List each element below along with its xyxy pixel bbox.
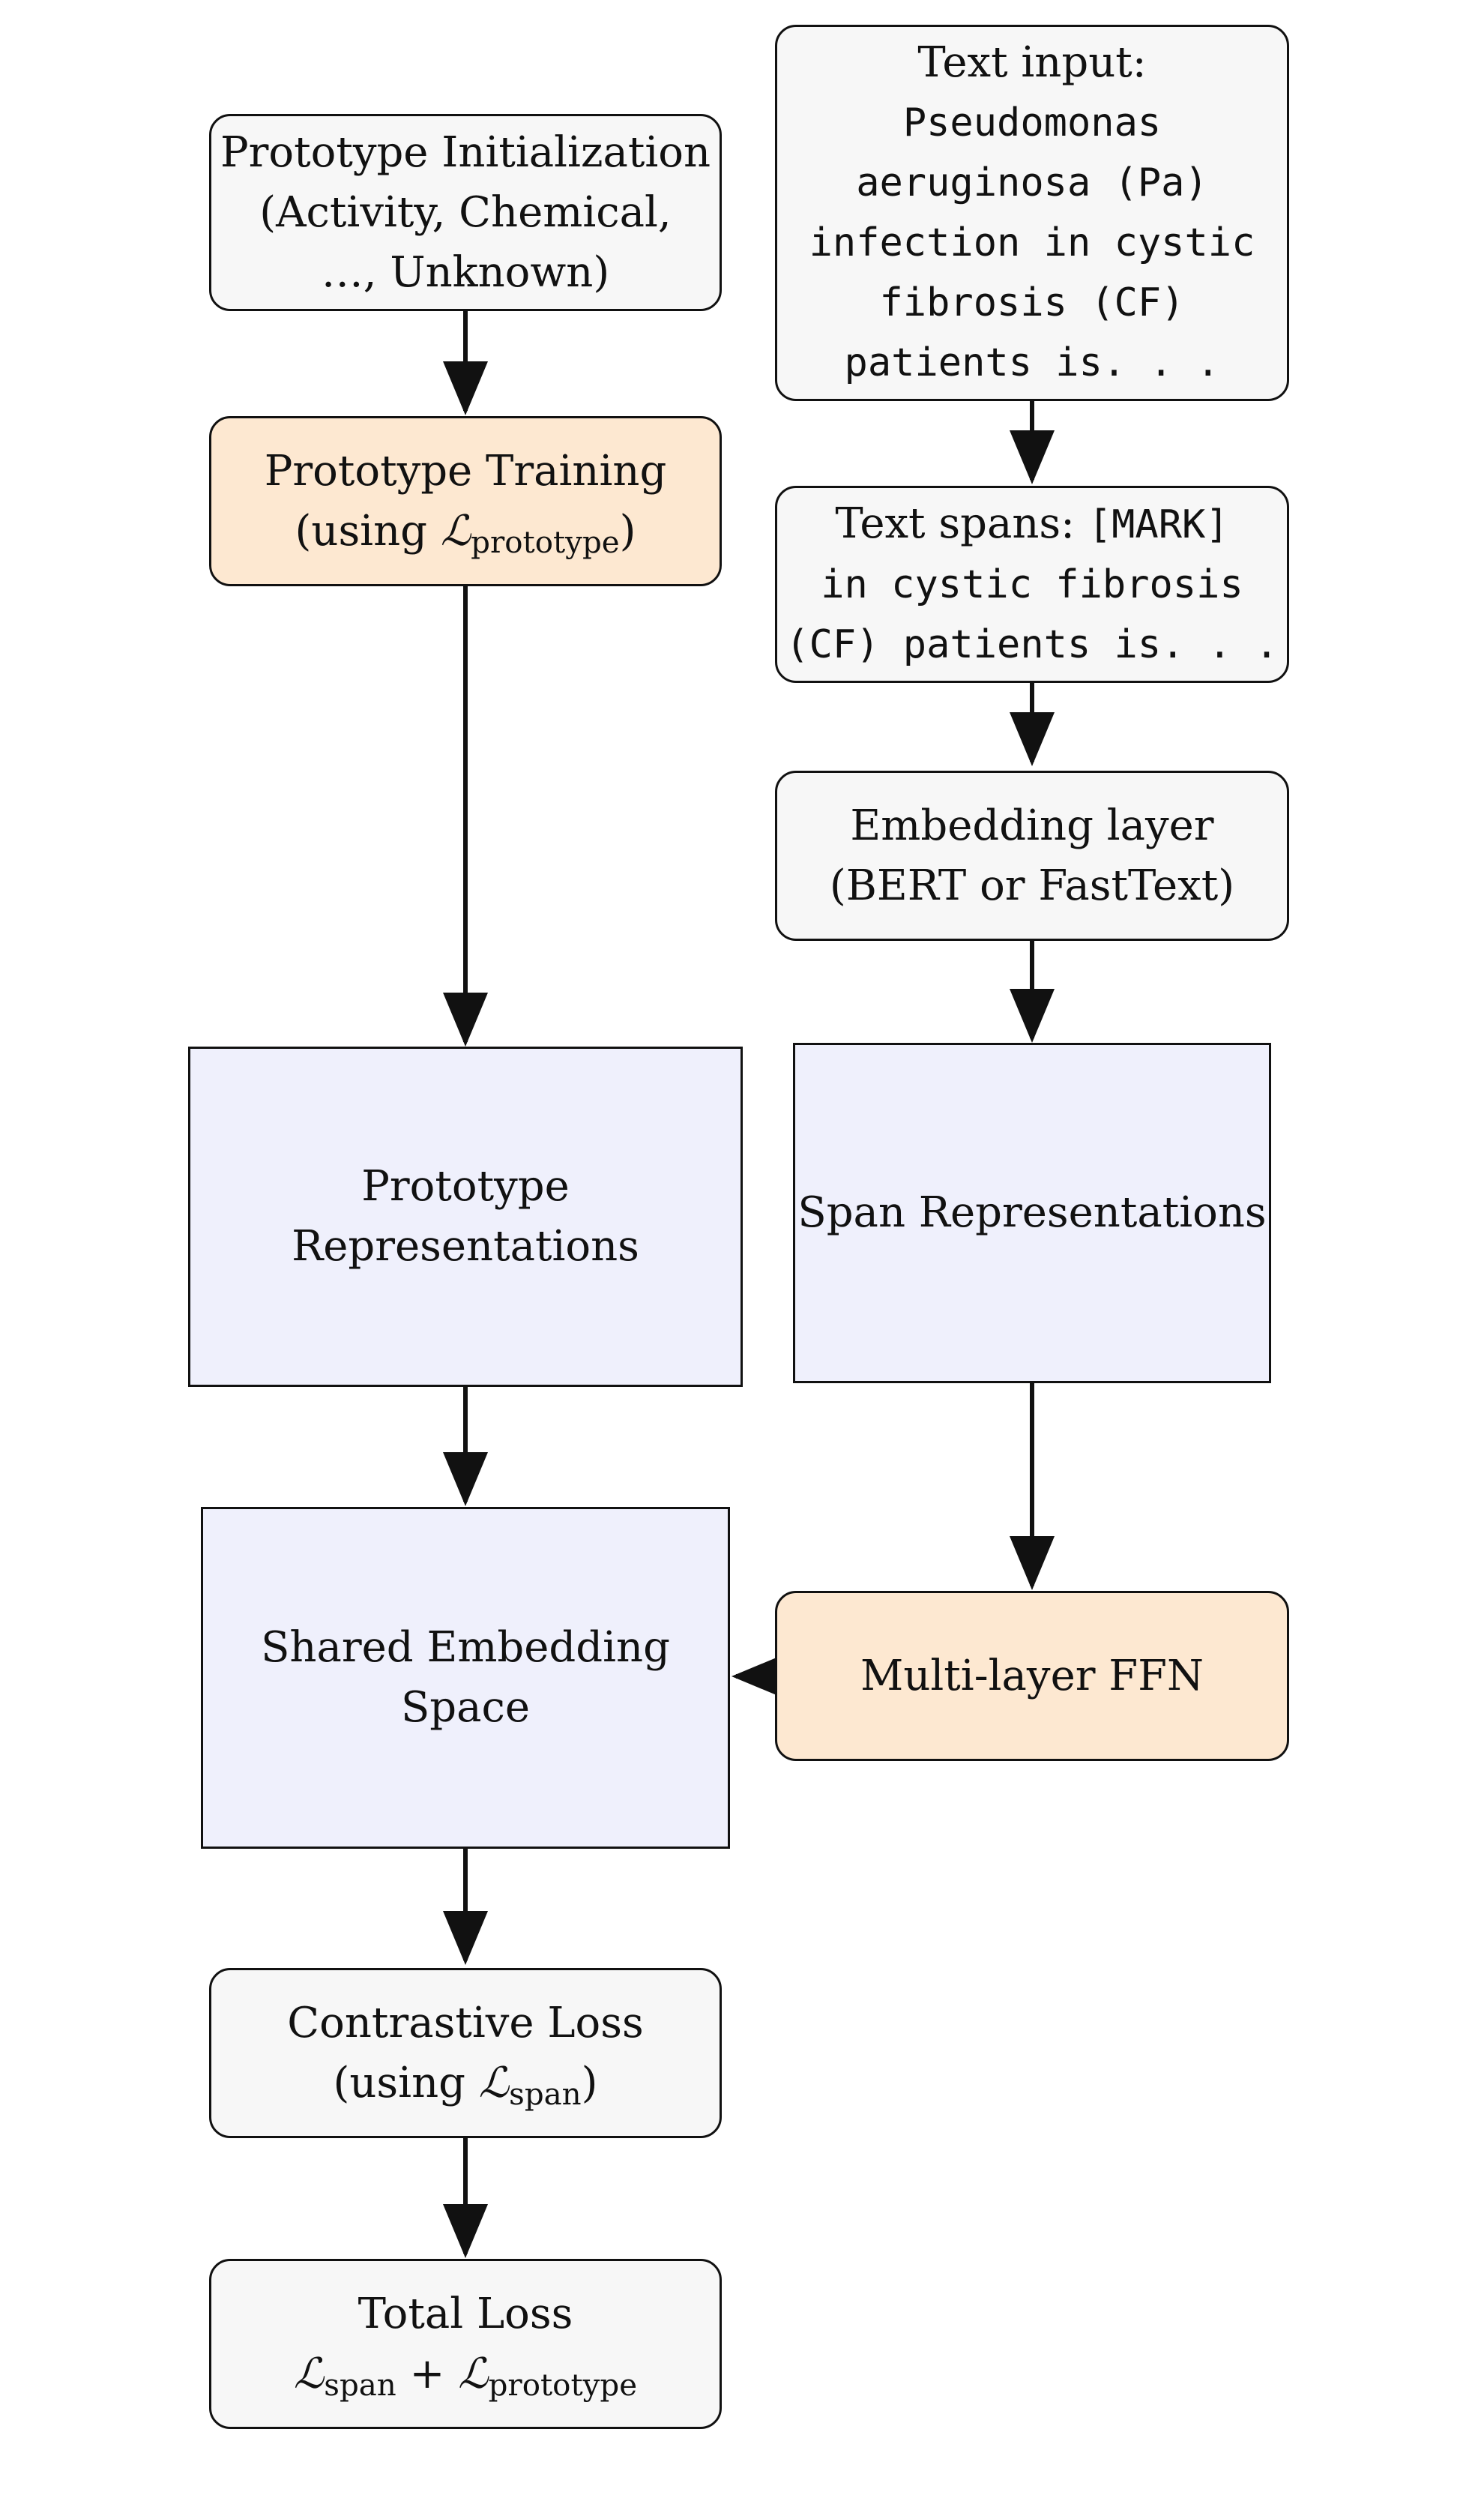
proto-init-line2: (Activity, Chemical, — [259, 187, 672, 237]
multi-layer-ffn-box: Multi-layer FFN — [775, 1591, 1289, 1761]
shared-embedding-space-label: Shared Embedding Space — [261, 1623, 670, 1732]
prototype-representations-label: Prototype Representations — [292, 1162, 639, 1271]
shared-embedding-space-box: Shared Embedding Space — [201, 1507, 730, 1849]
loss-symbol: ℒ — [458, 2349, 489, 2398]
total-loss-line1: Total Loss — [358, 2289, 573, 2338]
loss-symbol: ℒ — [440, 506, 471, 556]
contrastive-suffix: ) — [581, 2058, 598, 2107]
text-input-box: Text input: Pseudomonas aeruginosa (Pa) … — [775, 25, 1289, 401]
loss-subscript: prototype — [488, 2367, 638, 2403]
text-input-line: fibrosis (CF) — [879, 280, 1185, 325]
embedding-line2: (BERT or FastText) — [829, 861, 1235, 910]
text-input-line: Pseudomonas — [902, 100, 1162, 145]
text-input-line: aeruginosa (Pa) — [856, 160, 1208, 205]
mark-token: [MARK] — [1088, 502, 1229, 547]
total-loss-formula: ℒspan + ℒprototype — [294, 2344, 637, 2404]
text-spans-box: Text spans: [MARK] in cystic fibrosis (C… — [775, 486, 1289, 683]
text-input-line: patients is. . . — [844, 340, 1220, 385]
proto-train-line2: (using ℒprototype) — [295, 502, 636, 562]
text-spans-line1: Text spans: [MARK] — [835, 494, 1228, 555]
prototype-representations-box: Prototype Representations — [188, 1047, 743, 1387]
text-input-heading: Text input: — [917, 38, 1147, 87]
prototype-training-box: Prototype Training (using ℒprototype) — [209, 416, 722, 586]
proto-init-line1: Prototype Initialization — [220, 127, 711, 177]
multi-layer-ffn-label: Multi-layer FFN — [860, 1651, 1204, 1700]
text-spans-heading: Text spans: — [835, 499, 1088, 548]
loss-subscript: prototype — [471, 524, 620, 560]
span-representations-label: Span Representations — [797, 1188, 1267, 1237]
loss-subscript: span — [324, 2367, 396, 2403]
loss-symbol: ℒ — [478, 2058, 510, 2107]
embedding-layer-box: Embedding layer (BERT or FastText) — [775, 771, 1289, 941]
loss-subscript: span — [509, 2076, 582, 2112]
loss-symbol: ℒ — [293, 2349, 325, 2398]
proto-train-suffix: ) — [619, 506, 636, 556]
contrastive-loss-box: Contrastive Loss (using ℒspan) — [209, 1968, 722, 2138]
text-input-line: infection in cystic — [809, 220, 1255, 265]
contrastive-line1: Contrastive Loss — [287, 1998, 644, 2047]
total-loss-box: Total Loss ℒspan + ℒprototype — [209, 2259, 722, 2429]
contrastive-prefix: (using — [333, 2058, 479, 2107]
proto-train-prefix: (using — [295, 506, 441, 556]
plus-sign: + — [396, 2349, 459, 2398]
proto-train-line1: Prototype Training — [264, 446, 667, 496]
text-spans-line: (CF) patients is. . . — [785, 622, 1279, 667]
span-representations-box: Span Representations — [793, 1043, 1271, 1383]
prototype-initialization-box: Prototype Initialization (Activity, Chem… — [209, 114, 722, 311]
contrastive-line2: (using ℒspan) — [334, 2053, 598, 2113]
proto-init-line3: …, Unknown) — [321, 247, 610, 297]
text-spans-line: in cystic fibrosis — [821, 562, 1243, 607]
embedding-line1: Embedding layer — [850, 801, 1214, 850]
